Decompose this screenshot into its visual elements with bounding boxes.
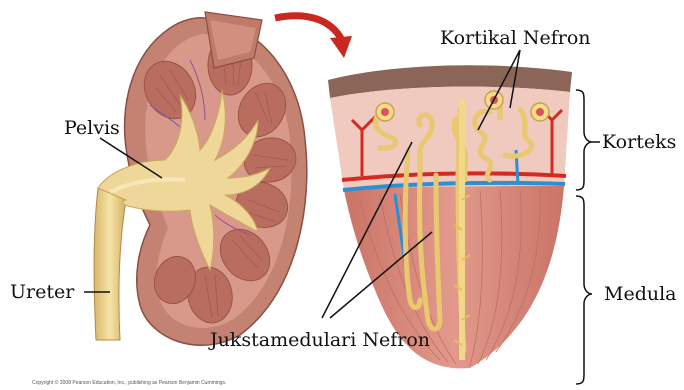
kidney-section bbox=[94, 12, 307, 345]
copyright-notice: Copyright © 2008 Pearson Education, Inc.… bbox=[32, 379, 226, 386]
label-ureter: Ureter bbox=[10, 281, 75, 303]
label-jukstamedulari-nefron: Jukstamedulari Nefron bbox=[208, 329, 430, 351]
nephron-section bbox=[328, 65, 572, 368]
ureter-tube bbox=[94, 188, 126, 340]
zoom-arrow bbox=[275, 16, 352, 58]
brackets bbox=[576, 90, 592, 384]
korteks-bracket bbox=[576, 90, 592, 190]
label-korteks: Korteks bbox=[602, 131, 676, 153]
label-kortikal-nefron: Kortikal Nefron bbox=[440, 27, 591, 49]
medula-bracket bbox=[576, 196, 592, 384]
label-medula: Medula bbox=[604, 283, 677, 305]
label-pelvis: Pelvis bbox=[64, 117, 120, 139]
